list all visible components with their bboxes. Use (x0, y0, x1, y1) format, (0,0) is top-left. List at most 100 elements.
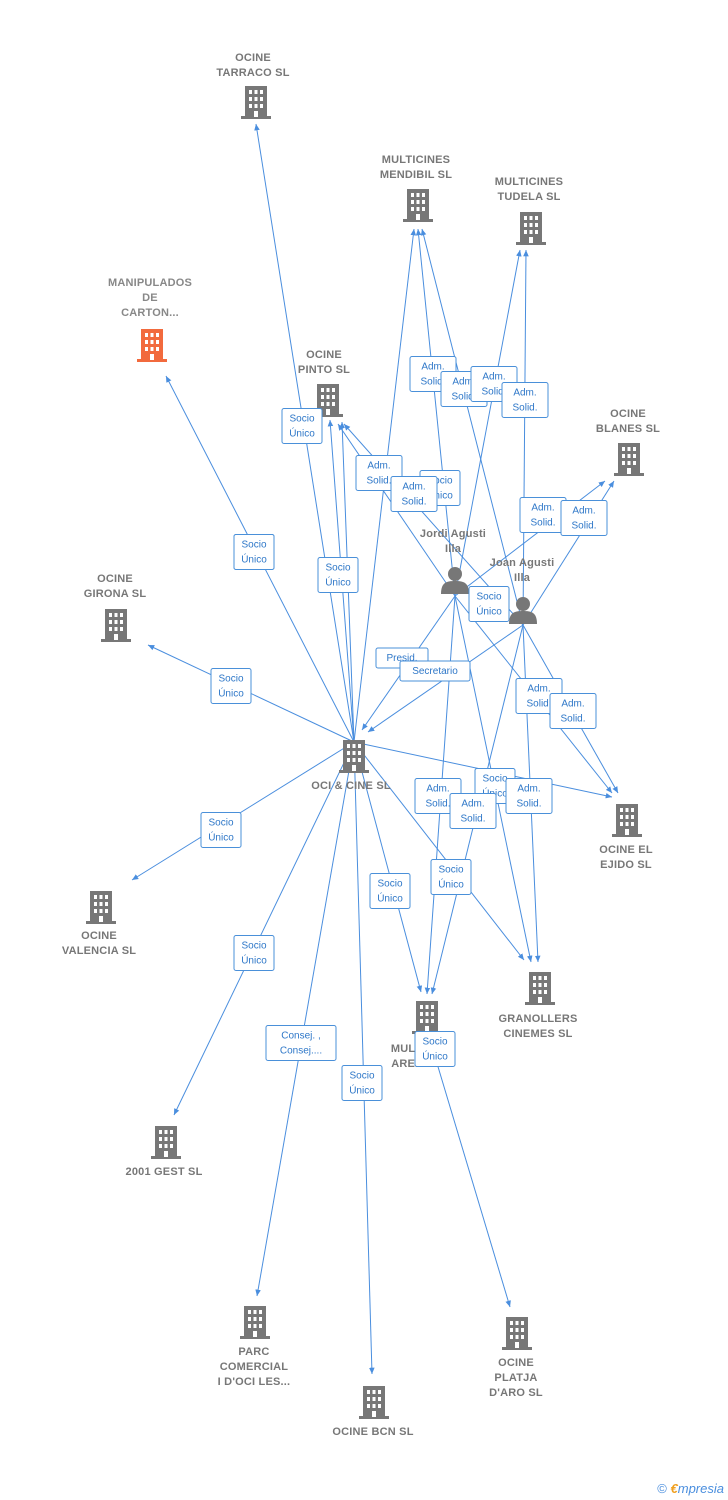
relation-label-text: Adm. (527, 684, 550, 695)
relation-label-text: Solid. (571, 521, 596, 532)
edge-ocicine-to-parc (255, 741, 355, 1297)
node-label-manipulados: CARTON... (121, 307, 179, 319)
node-label-mendibil: MENDIBIL SL (380, 169, 452, 181)
relation-label-text: Solid. (451, 392, 476, 403)
relation-label-r28[interactable]: Adm. Solid. (449, 793, 497, 829)
relation-label-text: Único (289, 427, 315, 440)
building-icon (502, 1317, 532, 1350)
relation-label-text: Solid. (401, 497, 426, 508)
node-label-bcn: OCINE BCN SL (332, 1426, 413, 1438)
relation-label-box (505, 778, 553, 814)
relation-label-text: Único (241, 553, 267, 566)
node-label-pinto: PINTO SL (298, 364, 350, 376)
relation-label-text: Secretario (412, 666, 458, 677)
relation-label-text: Solid. (526, 699, 551, 710)
node-label-jordi: Jordi Agusti (420, 528, 486, 540)
edge-jordi-to-mendibil (415, 228, 456, 597)
node-manipulados[interactable]: MANIPULADOSDECARTON... (108, 277, 192, 362)
relation-label-text: Socio (438, 865, 463, 876)
node-ocicine[interactable]: OCI & CINE SL (311, 740, 391, 792)
relation-label-box (369, 873, 411, 909)
relation-label-text: Solid. (425, 799, 450, 810)
edge-ocicine-to-multiarea (353, 741, 423, 993)
node-gest2001[interactable]: 2001 GEST SL (126, 1126, 203, 1178)
relation-label-r25[interactable]: Adm.Solid. (549, 693, 597, 729)
relation-label-text: Socio (476, 592, 501, 603)
relation-label-r19[interactable]: Adm. Solid. (390, 476, 438, 512)
node-bcn[interactable]: OCINE BCN SL (332, 1386, 413, 1438)
edge-ocicine-to-gest2001 (173, 741, 355, 1116)
building-icon (403, 189, 433, 222)
relation-label-r21[interactable]: Adm.Solid. (560, 500, 608, 536)
relation-label-r17[interactable]: Adm.Solid. (501, 382, 549, 418)
node-label-joan: Illa (514, 572, 531, 584)
node-pinto[interactable]: OCINE PINTO SL (298, 349, 350, 417)
relation-label-box (317, 557, 359, 593)
relation-label-box (430, 859, 472, 895)
building-icon (516, 212, 546, 245)
relation-label-text: Adm. (531, 503, 554, 514)
relation-label-text: Socio (482, 774, 507, 785)
node-label-tarraco: OCINE (235, 52, 271, 64)
node-label-parc: I D'OCI LES... (218, 1376, 291, 1388)
node-label-manipulados: DE (142, 292, 158, 304)
relation-label-box (468, 586, 510, 622)
node-label-pinto: OCINE (306, 349, 342, 361)
relation-label-box (233, 935, 275, 971)
node-label-platja: PLATJA (494, 1372, 537, 1384)
brand-logo[interactable]: €mpresia (671, 1481, 724, 1496)
edge-jordi-to-tudela (454, 249, 522, 597)
building-icon (614, 443, 644, 476)
relation-label-text: Presid. (386, 653, 417, 664)
relation-label-box (549, 693, 597, 729)
relation-label-text: Socio (208, 818, 233, 829)
relation-label-text: Adm. (367, 461, 390, 472)
relation-label-text: Adm. (402, 482, 425, 493)
relation-label-text: Único (377, 892, 403, 905)
relation-label-text: Socio (218, 674, 243, 685)
edge-ocicine-to-granollers (353, 741, 525, 961)
node-tudela[interactable]: MULTICINES TUDELA SL (495, 176, 563, 245)
relation-label-r27[interactable]: Adm.Solid. (505, 778, 553, 814)
node-label-valencia: VALENCIA SL (62, 945, 136, 957)
relation-label-text: Solid. (460, 814, 485, 825)
building-icon (525, 972, 555, 1005)
building-icon (359, 1386, 389, 1419)
relation-label-text: Único (241, 954, 267, 967)
relation-label-text: Solid. (512, 403, 537, 414)
edge-ocicine-to-valencia (131, 741, 355, 881)
node-label-parc: COMERCIAL (220, 1361, 288, 1373)
node-label-tudela: TUDELA SL (497, 191, 560, 203)
node-label-blanes: OCINE (610, 408, 646, 420)
relation-label-r20[interactable]: Adm.Solid. (519, 497, 567, 533)
relation-label-text: Único (218, 687, 244, 700)
node-label-tudela: MULTICINES (495, 176, 563, 188)
relation-label-box (390, 476, 438, 512)
relation-label-text: Adm. (461, 799, 484, 810)
relation-label-r23[interactable]: Secretario (399, 660, 471, 682)
node-label-ejido: OCINE EL (599, 844, 653, 856)
relation-label-r8[interactable]: Consej. ,Consej.... (265, 1025, 337, 1061)
